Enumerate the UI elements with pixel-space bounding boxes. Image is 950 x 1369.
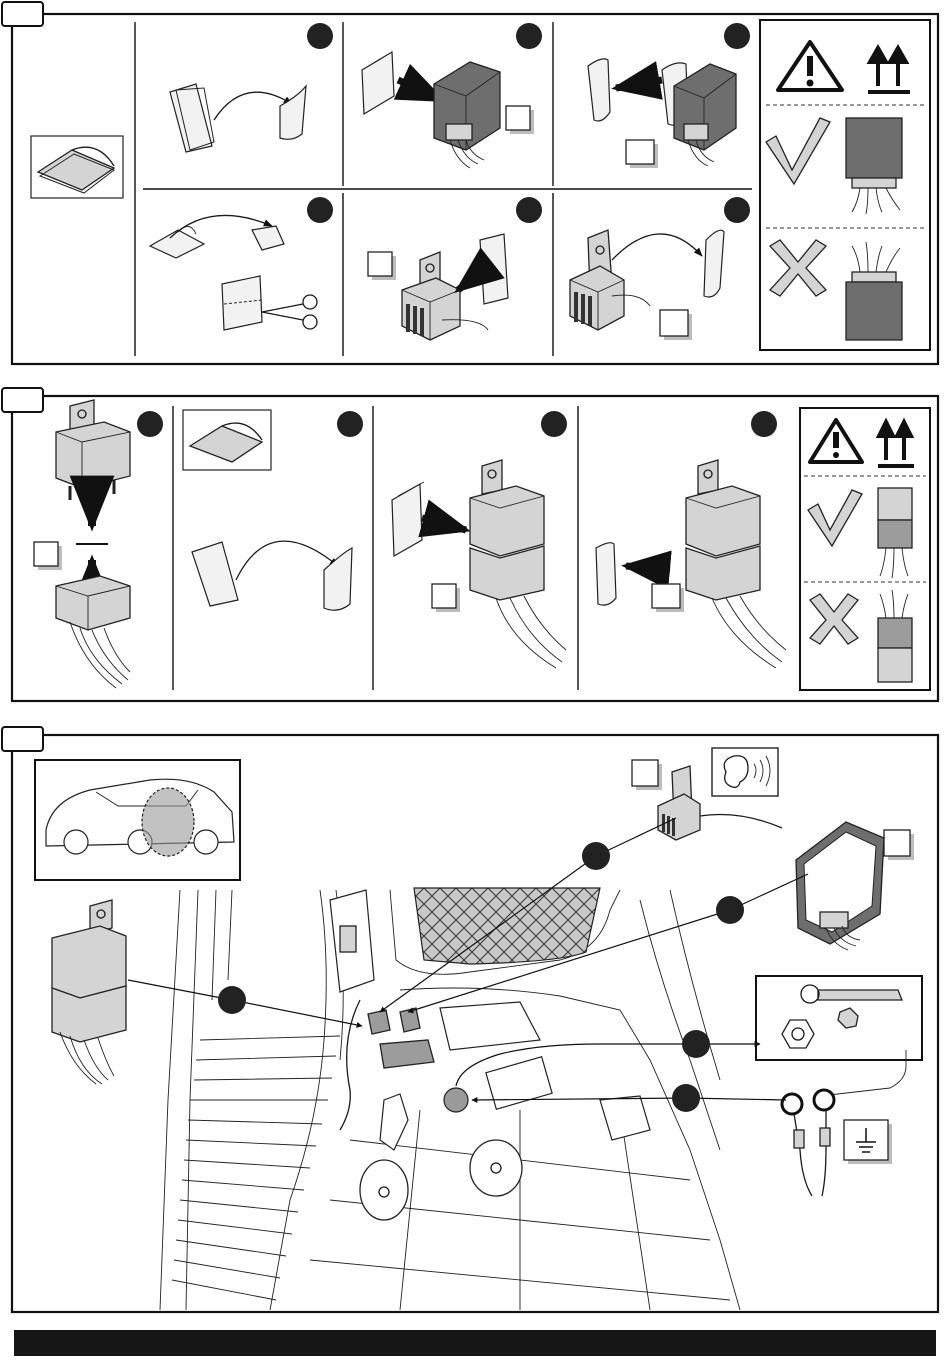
step-5-attach-bracket (368, 234, 508, 340)
warning-panel-2 (800, 408, 930, 690)
step-dot-1 (307, 23, 333, 49)
section-3-tab (2, 727, 43, 751)
control-box (796, 822, 914, 950)
ear-sound-icon (712, 748, 778, 796)
step-dot-5 (516, 197, 542, 223)
step-4-cut-pad (150, 215, 317, 330)
floor-grommet-right (470, 1140, 522, 1196)
callout-4 (682, 1030, 710, 1058)
section-2-tab (2, 388, 43, 412)
ref-box (506, 106, 530, 130)
adhesive-pad-icon (31, 136, 123, 198)
floor-grommet-left (360, 1160, 408, 1220)
trunk-interior-drawing (160, 888, 740, 1310)
step-dot-4 (307, 197, 333, 223)
step-4-remove-backing (596, 460, 786, 668)
section-1-tab (2, 2, 43, 26)
car-rear-inset (35, 760, 240, 880)
step-dot-3 (724, 23, 750, 49)
callout-5 (672, 1084, 700, 1112)
installed-module (380, 1040, 434, 1068)
ring-terminals (782, 1090, 834, 1196)
tools-inset (756, 976, 922, 1060)
mesh-panel (414, 888, 600, 964)
step-3-apply-pad (392, 460, 566, 668)
ratchet-icon (818, 990, 902, 1000)
step-dot-6 (724, 197, 750, 223)
footer-bar (14, 1330, 936, 1356)
section-2 (2, 388, 938, 701)
callout-1 (582, 842, 610, 870)
scissors-icon (262, 295, 317, 329)
callout-2 (716, 896, 744, 924)
section-1 (2, 2, 938, 364)
ground-point (444, 1088, 468, 1112)
step-dot-2 (516, 23, 542, 49)
step-1-peel-film (170, 84, 306, 152)
step-6-peel-top (570, 230, 724, 340)
callout-3 (218, 986, 246, 1014)
warning-panel-1 (760, 20, 930, 350)
section-3 (2, 727, 938, 1312)
ground-symbol-icon (844, 1120, 892, 1164)
relay-stack (52, 900, 126, 1084)
step-3-remove-backing (588, 59, 736, 168)
relay-and-socket (34, 400, 130, 688)
step-2-adhesive (183, 410, 352, 610)
step-2-apply-pad (362, 52, 534, 168)
